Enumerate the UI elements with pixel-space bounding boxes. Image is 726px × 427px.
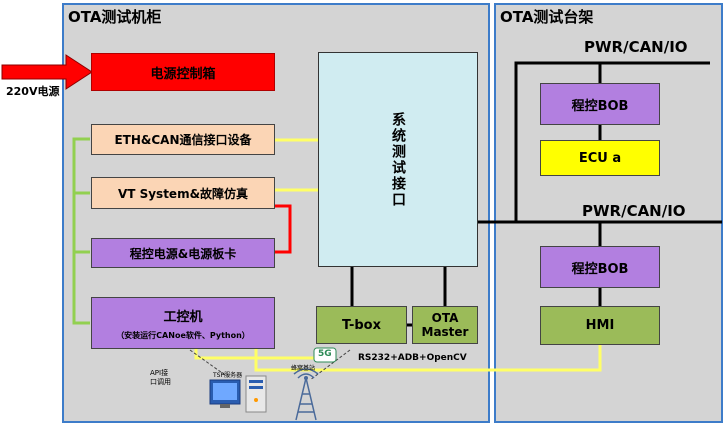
ota-test-rack-panel: [494, 3, 723, 423]
industrial-pc-subtitle: （安装运行CANoe软件、Python）: [116, 330, 250, 340]
fiveg-icon: [313, 347, 337, 363]
api-label-1: API接: [150, 369, 169, 377]
dashed-links: [189, 349, 351, 381]
programmable-power-supply: 程控电源&电源板卡: [91, 238, 275, 268]
programmable-bob-bottom: 程控BOB: [540, 246, 660, 288]
programmable-bob-top: 程控BOB: [540, 83, 660, 125]
ecu-a: ECU a: [540, 140, 660, 176]
ota-master: OTA Master: [412, 306, 478, 344]
rack-bus: [478, 61, 722, 306]
bus-label-top: PWR/CAN/IO: [584, 38, 688, 56]
ota-test-cabinet-title: OTA测试机柜: [68, 8, 162, 26]
t-box: T-box: [316, 306, 407, 344]
power-input-label: 220V电源: [6, 85, 60, 98]
fiveg-label: 5G: [318, 349, 332, 359]
hmi: HMI: [540, 306, 660, 345]
ota-master-line1: OTA: [431, 311, 459, 325]
bus-label-bottom: PWR/CAN/IO: [582, 202, 686, 220]
rs232-label: RS232+ADB+OpenCV: [358, 353, 467, 363]
power-control-box: 电源控制箱: [91, 53, 275, 91]
base-station-label: 蜂窝基站: [291, 365, 316, 372]
ota-master-line2: Master: [421, 325, 469, 339]
system-test-interface: 系统测试接口: [318, 52, 478, 267]
industrial-pc-title: 工控机: [163, 309, 203, 325]
tsp-server-icon: [209, 375, 267, 413]
tsp-server-label: TSP服务器: [213, 372, 243, 379]
ota-test-rack-title: OTA测试台架: [500, 8, 594, 26]
vt-system-fault-simulation: VT System&故障仿真: [91, 177, 275, 209]
industrial-pc: 工控机 （安装运行CANoe软件、Python）: [91, 297, 275, 349]
power-input-arrow: [1, 54, 93, 90]
green-control-bus: [72, 137, 90, 325]
black-wires: [350, 266, 447, 327]
yellow-wires: [194, 138, 602, 372]
red-wire: [274, 204, 292, 254]
api-label-2: 口调用: [150, 378, 171, 386]
system-test-interface-label: 系统测试接口: [390, 111, 406, 208]
base-station-tip: [304, 376, 308, 380]
eth-can-interface-device: ETH&CAN通信接口设备: [91, 124, 275, 155]
